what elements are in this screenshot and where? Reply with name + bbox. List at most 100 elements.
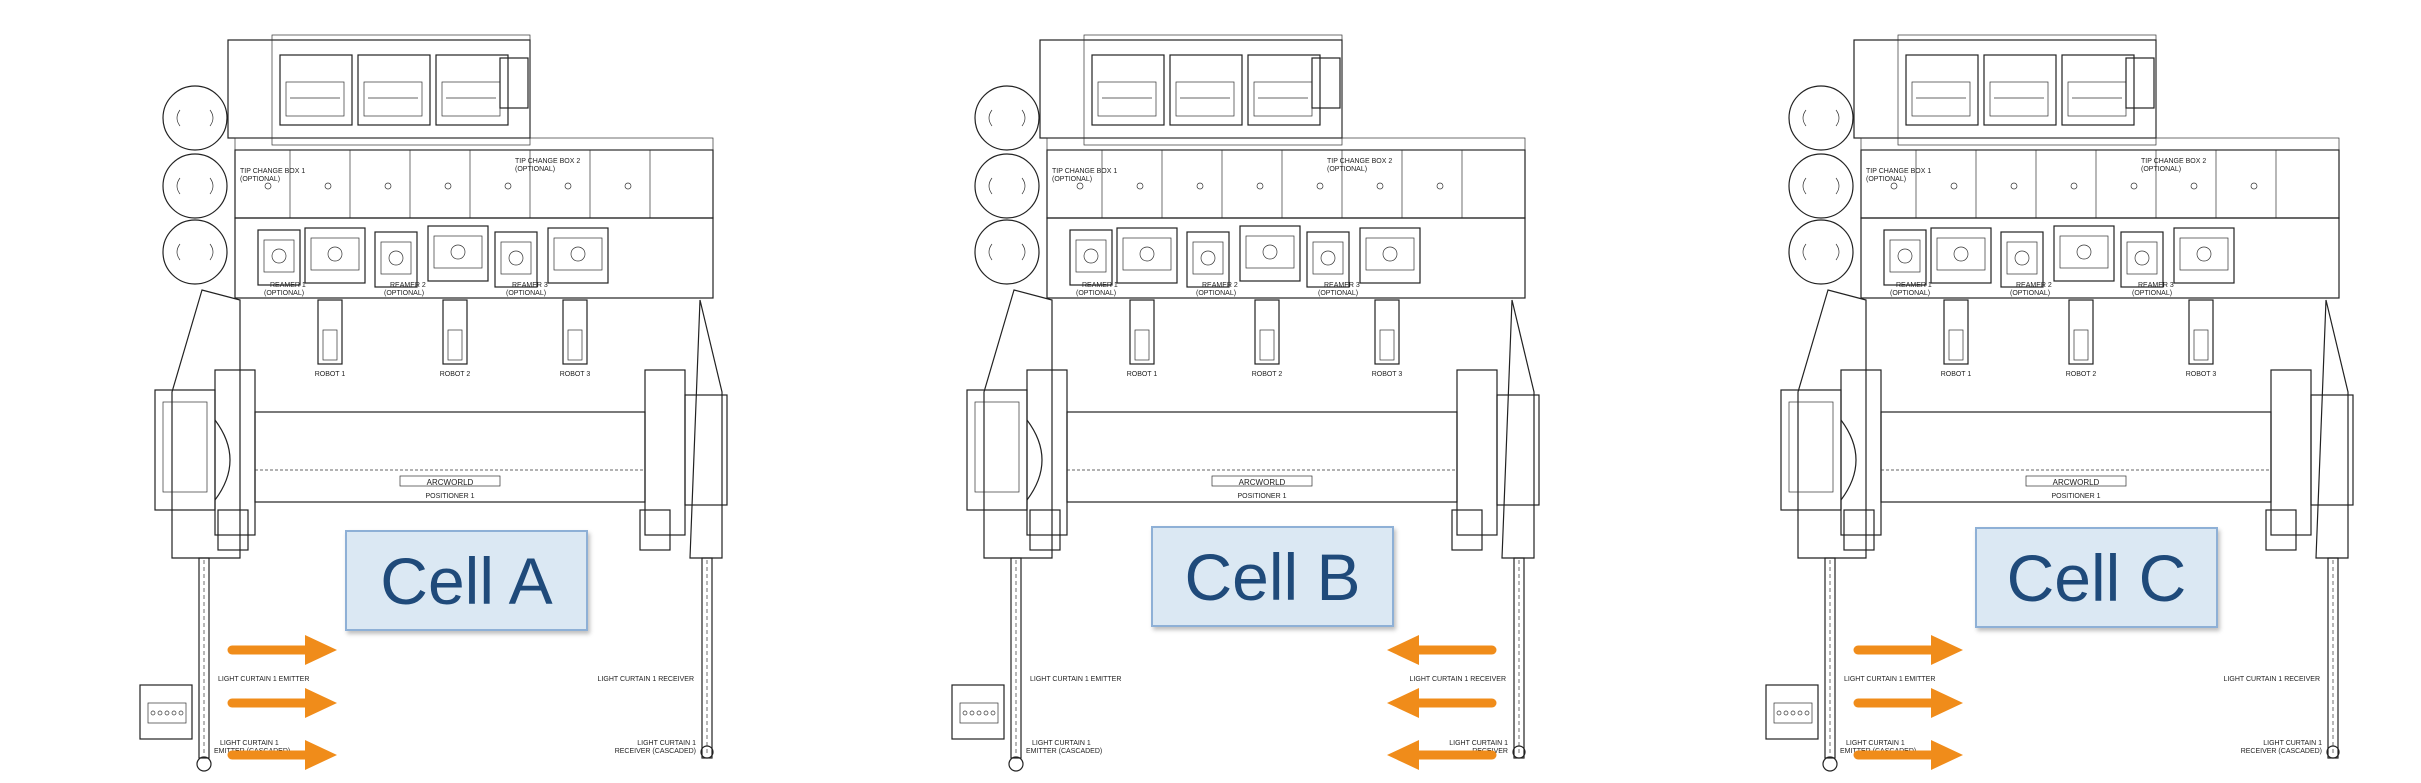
light-curtain-emitter-cascaded-label: LIGHT CURTAIN 1 [1846,740,1905,747]
direction-arrow-3 [1853,740,1963,770]
power-supply-unit [357,54,431,126]
reamer-3-optional: (OPTIONAL) [1318,290,1358,297]
reamer-3-label: REAMER 3 [512,282,548,289]
tip-change-box-2-optional: (OPTIONAL) [2141,166,2181,173]
cell-b-label: Cell B [1151,526,1394,627]
robot-3-arm [1374,299,1400,365]
light-curtain-receiver-cascaded-label: LIGHT CURTAIN 1 [2263,740,2322,747]
right-frame [1501,299,1535,559]
reamer-unit [2000,231,2044,288]
robot-1-arm [1129,299,1155,365]
reamer-2-label: REAMER 2 [2016,282,2052,289]
reamer-3-optional: (OPTIONAL) [506,290,546,297]
light-curtain-receiver-cascaded-sub: RECEIVER (CASCADED) [2241,748,2322,755]
robot-1-label: ROBOT 1 [1127,371,1158,378]
direction-arrow-1 [1387,635,1497,665]
reamer-2-optional: (OPTIONAL) [2010,290,2050,297]
robot-3-label: ROBOT 3 [1372,371,1403,378]
light-curtain-post-left [1010,557,1022,759]
direction-arrow-3 [1387,740,1497,770]
right-frame [2315,299,2349,559]
reamer-1-optional: (OPTIONAL) [264,290,304,297]
reamer-1-optional: (OPTIONAL) [1890,290,1930,297]
reamer-2-label: REAMER 2 [390,282,426,289]
positioner-label: POSITIONER 1 [2051,493,2100,500]
positioner-label: POSITIONER 1 [425,493,474,500]
gas-cylinder [974,85,1040,151]
reamer-unit [494,231,538,288]
light-curtain-receiver-cascaded-label: LIGHT CURTAIN 1 [637,740,696,747]
tip-change-rail [1860,149,2340,219]
power-supply-unit [279,54,353,126]
power-supply-unit [1247,54,1321,126]
reamer-zone [1046,217,1526,299]
direction-arrow-1 [1853,635,1963,665]
robot-2-label: ROBOT 2 [2066,371,2097,378]
left-frame [171,289,241,559]
robot-1-arm [317,299,343,365]
power-supply-unit [1983,54,2057,126]
left-frame [983,289,1053,559]
reamer-1-label: REAMER 1 [1082,282,1118,289]
robot-3-label: ROBOT 3 [2186,371,2217,378]
robot-1-label: ROBOT 1 [315,371,346,378]
light-curtain-emitter-cascaded-label: LIGHT CURTAIN 1 [1032,740,1091,747]
light-curtain-receiver-cascaded-sub: RECEIVER (CASCADED) [615,748,696,755]
tip-change-box-1-optional: (OPTIONAL) [1866,176,1906,183]
robot-2-arm [442,299,468,365]
reamer-unit [1359,227,1421,284]
power-supply-unit [1905,54,1979,126]
light-curtain-emitter-label: LIGHT CURTAIN 1 EMITTER [218,676,309,683]
operator-control-panel [139,684,193,740]
gas-cylinder [974,153,1040,219]
power-supply-unit [1169,54,1243,126]
reamer-unit [2053,225,2115,282]
robot-2-arm [1254,299,1280,365]
positioner-label: POSITIONER 1 [1237,493,1286,500]
gas-cylinder [162,219,228,285]
light-curtain-receiver-label: LIGHT CURTAIN 1 RECEIVER [1410,676,1506,683]
operator-control-panel [1765,684,1819,740]
arcworld-logo-text: ARCWORLD [2053,478,2100,487]
direction-arrow-3 [227,740,337,770]
power-supply-unit [2061,54,2135,126]
robot-1-label: ROBOT 1 [1941,371,1972,378]
tip-change-box-2-optional: (OPTIONAL) [515,166,555,173]
reamer-unit [1186,231,1230,288]
robot-3-label: ROBOT 3 [560,371,591,378]
tip-change-box-1-label: TIP CHANGE BOX 1 [1052,168,1117,175]
tip-change-box-1-optional: (OPTIONAL) [240,176,280,183]
gas-cylinder [1788,219,1854,285]
reamer-unit [427,225,489,282]
operator-control-panel [951,684,1005,740]
tip-change-box-1-label: TIP CHANGE BOX 1 [240,168,305,175]
reamer-1-optional: (OPTIONAL) [1076,290,1116,297]
tip-change-rail [234,149,714,219]
tip-change-box-1-label: TIP CHANGE BOX 1 [1866,168,1931,175]
direction-arrow-1 [227,635,337,665]
light-curtain-receiver-label: LIGHT CURTAIN 1 RECEIVER [598,676,694,683]
light-curtain-receiver-cascaded-label: LIGHT CURTAIN 1 [1449,740,1508,747]
reamer-1-label: REAMER 1 [270,282,306,289]
direction-arrow-2 [1387,688,1497,718]
left-frame [1797,289,1867,559]
reamer-unit [1306,231,1350,288]
gas-cylinder [162,85,228,151]
gas-cylinder [162,153,228,219]
cell-a-drawing: TIP CHANGE BOX 1(OPTIONAL)TIP CHANGE BOX… [139,34,728,772]
direction-arrow-2 [1853,688,1963,718]
reamer-zone [234,217,714,299]
reamer-2-label: REAMER 2 [1202,282,1238,289]
direction-arrow-2 [227,688,337,718]
light-curtain-emitter-label: LIGHT CURTAIN 1 EMITTER [1844,676,1935,683]
reamer-unit [257,229,301,286]
tip-change-box-1-optional: (OPTIONAL) [1052,176,1092,183]
light-curtain-emitter-label: LIGHT CURTAIN 1 EMITTER [1030,676,1121,683]
robot-2-label: ROBOT 2 [440,371,471,378]
reamer-1-label: REAMER 1 [1896,282,1932,289]
reamer-unit [1239,225,1301,282]
gas-cylinder [1788,85,1854,151]
robot-3-arm [2188,299,2214,365]
